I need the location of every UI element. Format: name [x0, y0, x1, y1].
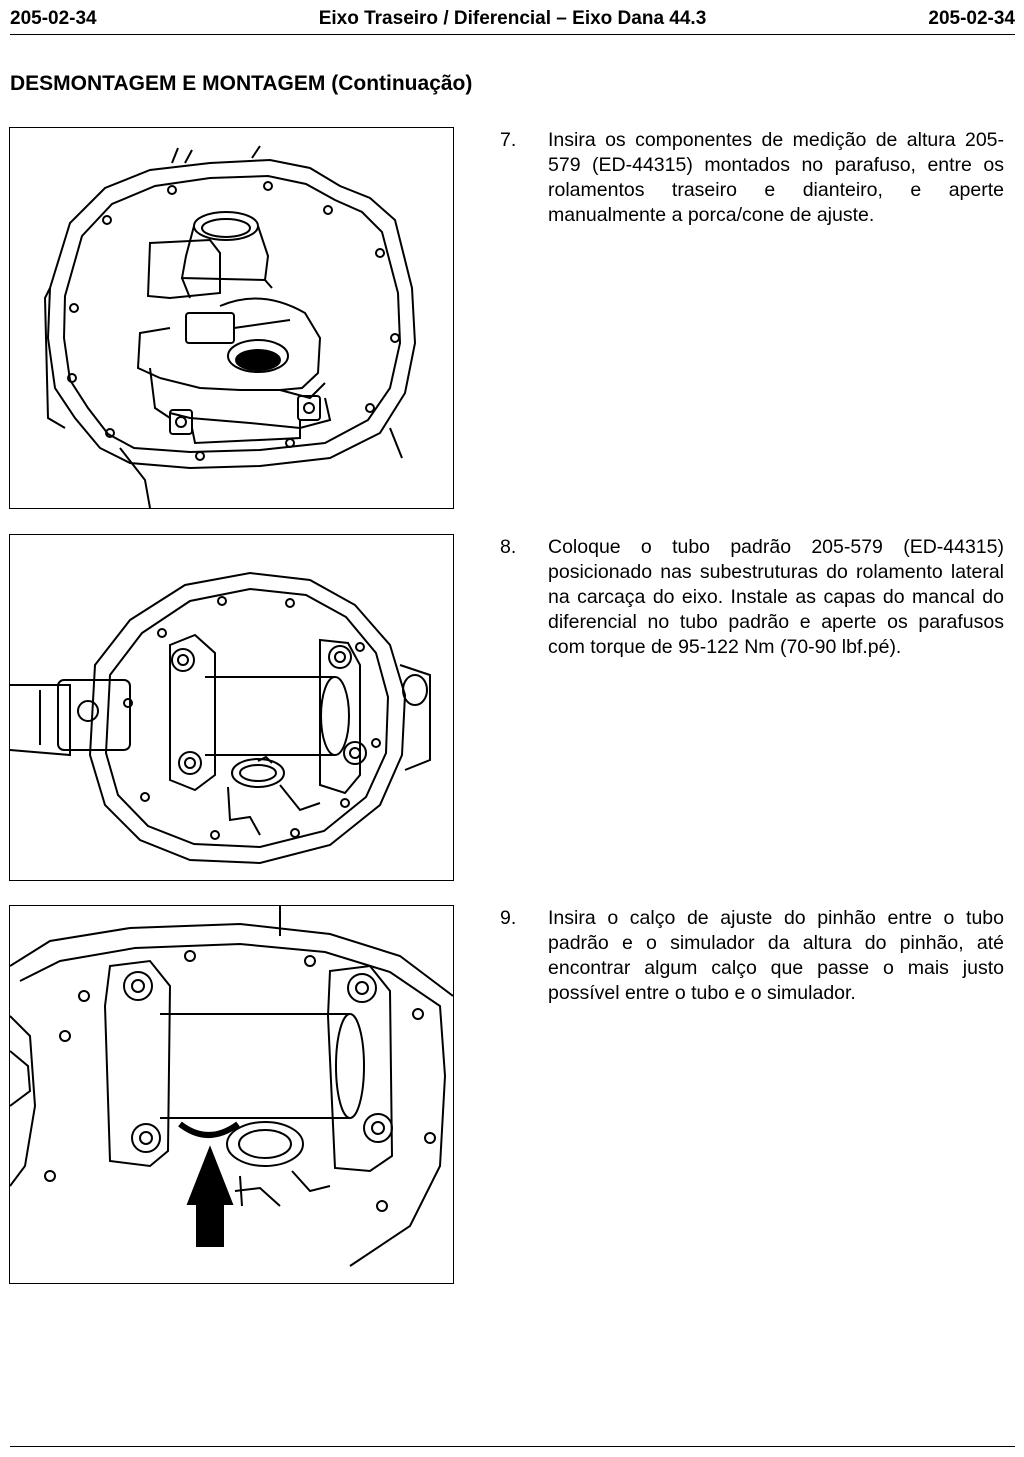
page-number-left: 205-02-34 — [10, 8, 97, 29]
step-number: 8. — [500, 536, 517, 558]
pinion-shim-arrow-icon — [10, 906, 453, 1267]
step-text: Insira os componentes de medição de altu… — [548, 129, 1004, 226]
page-number-right: 205-02-34 — [928, 8, 1015, 29]
figure-step-9 — [9, 905, 454, 1284]
section-title: DESMONTAGEM E MONTAGEM (Continuação) — [10, 72, 473, 95]
document-title: Eixo Traseiro / Diferencial – Eixo Dana … — [318, 8, 707, 29]
figure-step-7 — [9, 127, 454, 509]
footer-rule — [10, 1446, 1015, 1447]
step-number: 7. — [500, 129, 517, 151]
step-number: 9. — [500, 907, 517, 929]
differential-housing-gauge-tube-icon — [10, 571, 431, 865]
page-header: 205-02-34 Eixo Traseiro / Diferencial – … — [10, 4, 1015, 35]
figure-step-8 — [9, 534, 454, 881]
step-text: Insira o calço de ajuste do pinhão entre… — [548, 907, 1004, 1004]
step-text: Coloque o tubo padrão 205-579 (ED-44315)… — [548, 536, 1004, 658]
differential-housing-height-gauge-icon — [43, 145, 417, 508]
